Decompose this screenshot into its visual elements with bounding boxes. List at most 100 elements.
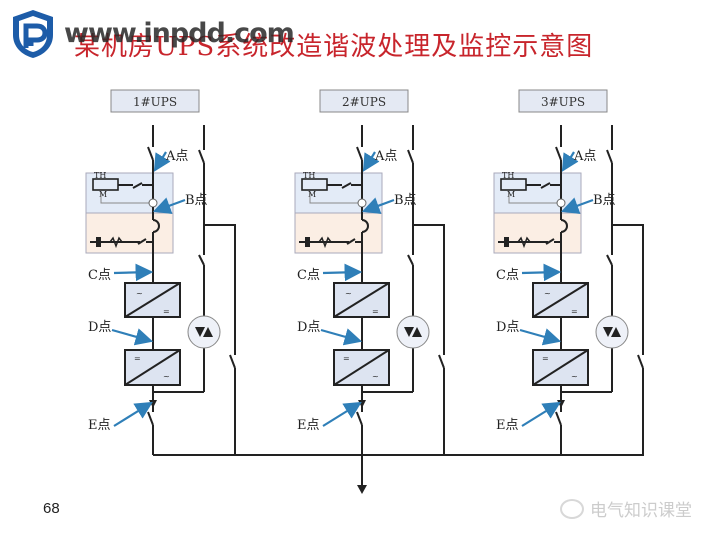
bypass-switch [606, 149, 613, 164]
static-switch [595, 315, 629, 349]
fuse-symbol [318, 236, 332, 249]
battery-cell [96, 237, 101, 247]
bypass-switch-2 [606, 254, 613, 266]
rectifier-ac: ~ [136, 289, 143, 298]
label-c: C点 [88, 268, 111, 283]
pointer-d [111, 328, 154, 346]
thermal-label: TH [94, 171, 106, 180]
rectifier-diag [532, 282, 589, 318]
site-watermark: www.inpdd.com [64, 18, 295, 49]
coil-symbol [152, 219, 160, 233]
maint-bypass-switch [637, 354, 644, 369]
wechat-icon [560, 498, 584, 519]
coil-symbol [361, 219, 369, 233]
main-input-switch [147, 146, 154, 161]
bypass-switch [198, 149, 205, 164]
label-e: E点 [496, 418, 519, 433]
thermal-label: TH [502, 171, 514, 180]
output-switch [356, 411, 363, 426]
ups-label: 3#UPS [541, 95, 585, 109]
pointer-b [361, 197, 395, 214]
rectifier-dc: = [163, 307, 170, 316]
static-switch [396, 315, 430, 349]
relay-contact [341, 182, 352, 189]
ups-label-box [110, 89, 200, 113]
pointer-e [113, 401, 153, 427]
thyristor-icon [195, 327, 213, 337]
bypass-switch [407, 149, 414, 164]
inverter-diag [532, 349, 589, 386]
motor-label: M [99, 190, 107, 199]
label-d: D点 [496, 320, 519, 335]
static-switch [187, 315, 221, 349]
inverter-ac: ~ [571, 372, 578, 381]
pointer-e [322, 401, 362, 427]
logo [10, 8, 56, 60]
maint-bypass-tie [204, 224, 236, 355]
label-b: B点 [593, 193, 616, 208]
output-switch [555, 411, 562, 426]
pointer-a [561, 151, 579, 172]
main-input-switch [555, 146, 562, 161]
rectifier-diag [333, 282, 390, 318]
monitor-wire [100, 193, 149, 204]
battery-switch [545, 238, 555, 245]
battery-switch [137, 238, 147, 245]
label-a: A点 [165, 149, 188, 164]
motor-label: M [507, 190, 515, 199]
battery-cell [305, 237, 310, 247]
rectifier-dc: = [372, 307, 379, 316]
label-e: E点 [297, 418, 320, 433]
label-a: A点 [573, 149, 596, 164]
battery-switch [346, 238, 356, 245]
motor-label: M [308, 190, 316, 199]
slide-title: 某机房UPS系统改造谐波处理及监控示意图 [74, 32, 594, 62]
inverter-ac: ~ [163, 372, 170, 381]
rectifier-ac: ~ [345, 289, 352, 298]
thermal-label: TH [303, 171, 315, 180]
pointer-b [152, 197, 186, 214]
inverter-diag [124, 349, 181, 386]
label-a: A点 [374, 149, 397, 164]
label-b: B点 [394, 193, 417, 208]
wechat-watermark: 电气知识课堂 [560, 496, 692, 521]
output-arrow-icon [357, 485, 367, 494]
pointer-d [519, 328, 562, 346]
coil-symbol [560, 219, 568, 233]
inverter-dc: = [134, 354, 141, 363]
fuse-symbol [517, 236, 531, 249]
pointer-c [113, 263, 154, 282]
sensor-node [556, 198, 566, 208]
pointer-e [521, 401, 561, 427]
label-c: C点 [496, 268, 519, 283]
thyristor-icon [404, 327, 422, 337]
label-c: C点 [297, 268, 320, 283]
wechat-watermark-text: 电气知识课堂 [590, 501, 692, 521]
thyristor-icon [603, 327, 621, 337]
relay-contact [132, 182, 143, 189]
pointer-c [521, 263, 562, 282]
rectifier-dc: = [571, 307, 578, 316]
output-switch [147, 411, 154, 426]
label-d: D点 [297, 320, 320, 335]
inverter-dc: = [343, 354, 350, 363]
battery-cell [504, 237, 509, 247]
ups-unit-3: 3#UPS TH M ~ = = ~ A点 B点 C点 D点 E点 [493, 89, 644, 455]
rectifier-diag [124, 282, 181, 318]
maint-bypass-switch [229, 354, 236, 369]
pointer-d [320, 328, 363, 346]
relay-contact [540, 182, 551, 189]
label-e: E点 [88, 418, 111, 433]
inverter-ac: ~ [372, 372, 379, 381]
bypass-switch-2 [198, 254, 205, 266]
rectifier-ac: ~ [544, 289, 551, 298]
shield-logo-icon [13, 10, 53, 58]
page-number: 68 [43, 500, 60, 517]
maint-bypass-tie [612, 224, 644, 355]
monitor-wire [309, 193, 358, 204]
inverter-dc: = [542, 354, 549, 363]
label-b: B点 [185, 193, 208, 208]
